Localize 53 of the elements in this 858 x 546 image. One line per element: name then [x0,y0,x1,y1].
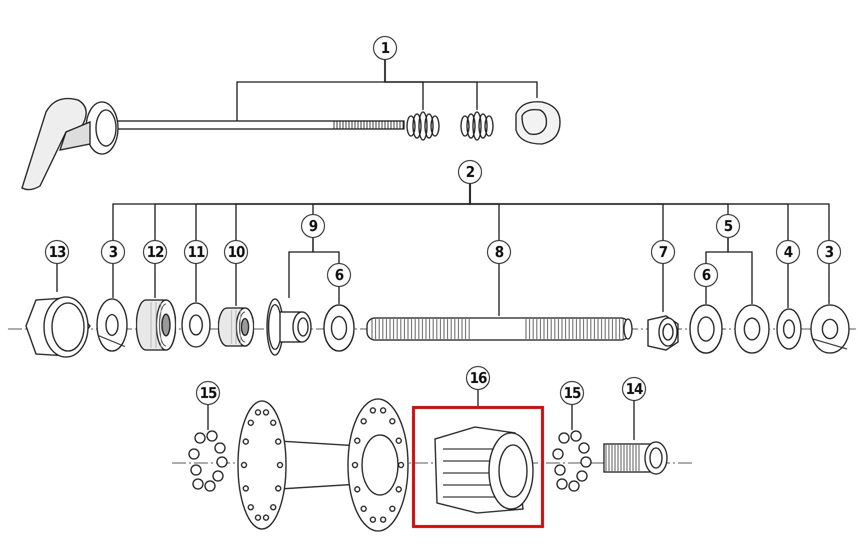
callout-number: 6 [327,263,351,287]
callout-number: 4 [776,240,800,264]
spring-drawing [406,110,440,142]
ball-bearings-drawing [552,430,592,494]
leader-line [384,60,538,98]
callout-number: 3 [817,240,841,264]
washer-drawing [181,302,211,348]
leader-line [207,405,209,430]
callout-number: 6 [694,263,718,287]
callout-number: 9 [301,214,325,238]
callout-number: 7 [651,240,675,264]
callout-number: 15 [196,381,220,405]
axle-drawing [366,316,634,342]
highlight-frame [412,406,544,528]
callout-number: 15 [560,381,584,405]
ball-bearings-drawing [188,430,228,494]
callout-number: 13 [45,240,69,264]
leader-line [662,264,664,312]
leader-line [571,405,573,430]
spacer-drawing [136,298,176,352]
leader-line [633,401,635,440]
callout-number: 14 [622,377,646,401]
leader-line [828,264,830,304]
callout-number: 2 [458,160,482,184]
spring-drawing [460,110,494,142]
leader-line [154,264,156,298]
callout-number: 10 [224,240,248,264]
leader-line [498,264,500,316]
leader-line [112,264,114,298]
seal-ring-drawing [323,304,355,352]
leader-line [727,238,753,304]
seal-ring-drawing [689,304,723,354]
washer-drawing [776,308,802,350]
leader-line [787,264,789,308]
leader-line [235,264,237,306]
spacer-drawing [218,306,254,348]
leader-line [195,264,197,302]
callout-number: 11 [184,240,208,264]
lock-nut-drawing [96,298,128,352]
cone-drawing [734,304,770,354]
callout-number: 1 [373,36,397,60]
leader-line [477,390,479,406]
callout-number: 8 [487,240,511,264]
leader-line [338,287,340,304]
callout-number: 3 [101,240,125,264]
leader-line [312,238,340,263]
callout-number: 16 [466,366,490,390]
lock-nut-drawing [810,304,850,354]
callout-number: 5 [716,214,740,238]
cone-drawing [266,298,312,356]
leader-line [705,287,707,304]
leader-line [56,264,58,292]
callout-number: 12 [143,240,167,264]
